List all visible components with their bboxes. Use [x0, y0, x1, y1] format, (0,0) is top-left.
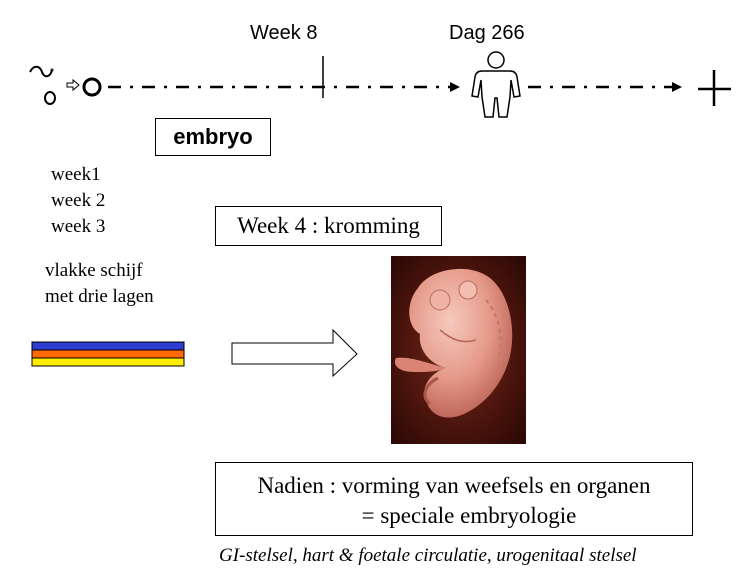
- timeline-arrowhead-1: [450, 82, 460, 92]
- afterwards-line-2: = speciale embryologie: [361, 503, 577, 528]
- week-item: week1: [51, 164, 101, 185]
- person-outline-icon: [471, 51, 521, 118]
- afterwards-line-1: Nadien : vorming van weefsels en organen: [257, 473, 651, 498]
- flat-disc-line: met drie lagen: [45, 286, 154, 307]
- embryo-label: embryo: [173, 124, 253, 149]
- day266-label: Dag 266: [449, 22, 525, 44]
- egg-cell-icon: [44, 91, 56, 105]
- week-item: week 2: [51, 190, 106, 211]
- cross-icon: [698, 70, 731, 106]
- flat-disc-line: vlakke schijf: [45, 260, 143, 281]
- sperm-icon: [29, 65, 54, 78]
- afterwards-box: Nadien : vorming van weefsels en organen…: [215, 462, 693, 536]
- week-list: week1 week 2 week 3: [51, 162, 105, 240]
- layer-blue: [31, 341, 185, 351]
- embryo-week4-image: [391, 256, 526, 444]
- flat-disc-text: vlakke schijf met drie lagen: [45, 258, 154, 310]
- systems-caption: GI-stelsel, hart & foetale circulatie, u…: [219, 545, 637, 566]
- week4-box: Week 4 : kromming: [215, 206, 442, 246]
- week4-label: Week 4 : kromming: [237, 213, 420, 238]
- layer-orange: [31, 349, 185, 359]
- small-arrow-icon: [66, 78, 80, 92]
- embryo-label-box: embryo: [155, 118, 271, 156]
- timeline-arrowhead-2: [672, 82, 682, 92]
- week8-label: Week 8: [250, 22, 318, 44]
- week-item: week 3: [51, 216, 106, 237]
- three-layer-disc: [31, 341, 185, 367]
- zygote-circle-icon: [82, 77, 102, 97]
- layer-yellow: [31, 357, 185, 367]
- hollow-arrow-icon: [231, 328, 358, 378]
